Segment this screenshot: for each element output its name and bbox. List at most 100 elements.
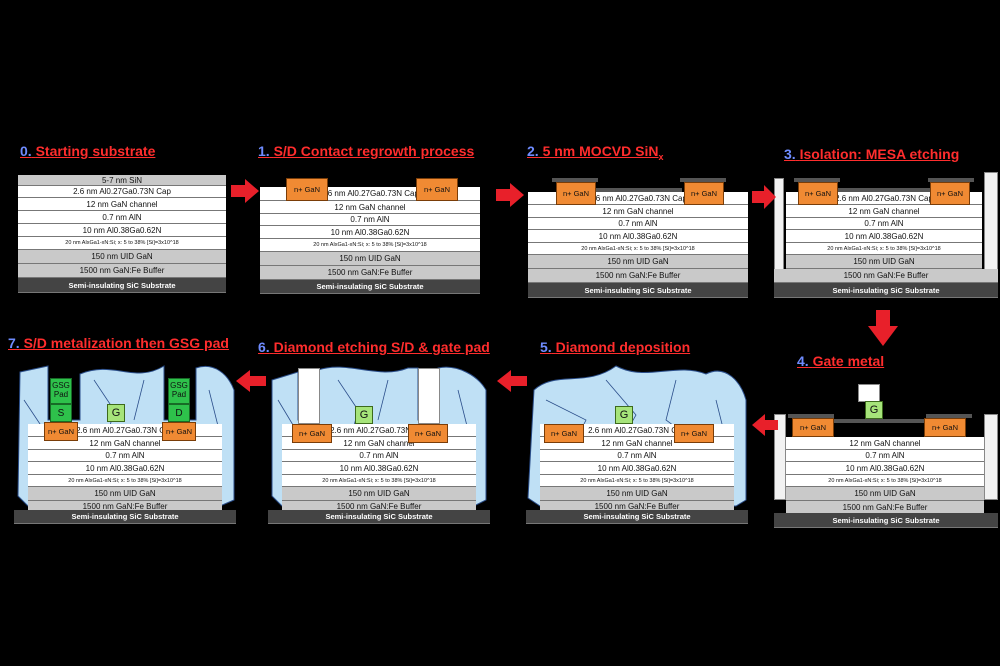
layer-graded: 20 nm AlxGa1-xN:Si; x: 5 to 38% [Si]=3x1… [260, 239, 480, 252]
ngan-source: n+ GaN [556, 182, 596, 205]
layer-sin: 5-7 nm SiN [18, 175, 226, 186]
panel-sd-regrowth: 2.6 nm Al0.27Ga0.73N Cap n+ GaN n+ GaN 1… [260, 178, 480, 294]
layer-uid-gan: 150 nm UID GaN [786, 487, 984, 501]
layer-graded: 20 nm AlxGa1-xN:Si; x: 5 to 38% [Si]=3x1… [18, 237, 226, 250]
layer-aln: 0.7 nm AlN [786, 450, 984, 462]
gate-metal: G [355, 406, 373, 424]
passivation-wall-right [984, 414, 998, 500]
step-0-title: 0. Starting substrate [20, 143, 156, 159]
step-5-title: 5. Diamond deposition [540, 339, 691, 355]
layer-substrate: Semi-insulating SiC Substrate [260, 280, 480, 294]
passivation-wall-right [984, 172, 998, 272]
gate-metal: G [615, 406, 633, 424]
layer-buffer: 1500 nm GaN:Fe Buffer [774, 269, 998, 283]
arrow-left-icon [752, 414, 778, 436]
arrow-right-icon [496, 183, 524, 207]
panel-metalization: GSG Pad S GSG Pad D 2.6 nm Al0.27Ga0.73N… [14, 360, 236, 524]
ngan-drain: n+ GaN [416, 178, 458, 201]
ngan-drain: n+ GaN [674, 424, 714, 443]
layer-algan-back: 10 nm Al0.38Ga0.62N [786, 230, 982, 243]
panel-gate-metal: G 12 nm GaN channel 0.7 nm AlN 10 nm Al0… [774, 384, 998, 528]
panel-diamond-deposition: 2.6 nm Al0.27Ga0.73N Cap 12 nm GaN chann… [526, 360, 748, 524]
sin-layer [928, 178, 974, 182]
sin-layer [838, 188, 930, 192]
gate-metal: G [107, 404, 125, 422]
step-4-title: 4. Gate metal [797, 353, 885, 369]
ngan-drain: n+ GaN [930, 182, 970, 205]
sin-layer [832, 419, 930, 423]
gate-opening [858, 384, 880, 402]
layer-graded: 20 nm AlxGa1-xN:Si; x: 5 to 38% [Si]=3x1… [282, 475, 476, 487]
layer-substrate: Semi-insulating SiC Substrate [18, 278, 226, 293]
arrow-left-icon [236, 370, 266, 392]
layer-gan-channel: 12 nm GaN channel [528, 205, 748, 218]
layer-substrate: Semi-insulating SiC Substrate [774, 513, 998, 528]
panel-mesa-etching: 2.6 nm Al0.27Ga0.73N Cap 12 nm GaN chann… [774, 172, 998, 298]
layer-algan-back: 10 nm Al0.38Ga0.62N [260, 226, 480, 239]
layer-uid-gan: 150 nm UID GaN [528, 255, 748, 269]
layer-aln: 0.7 nm AlN [528, 218, 748, 230]
layer-graded: 20 nm AlxGa1-xN:Si; x: 5 to 38% [Si]=3x1… [786, 475, 984, 487]
layer-graded: 20 nm AlxGa1-xN:Si; x: 5 to 38% [Si]=3x1… [528, 243, 748, 255]
sin-layer [596, 188, 682, 192]
layer-uid-gan: 150 nm UID GaN [282, 487, 476, 501]
panel-sin-deposition: 2.6 nm Al0.27Ga0.73N Cap n+ GaN n+ GaN 1… [528, 178, 748, 298]
panel-diamond-etching: 2.6 nm Al0.27Ga0.73N Cap 12 nm GaN chann… [268, 360, 490, 524]
drain-via [418, 368, 440, 424]
ngan-source: n+ GaN [44, 422, 78, 441]
arrow-right-icon [752, 185, 776, 209]
ngan-source: n+ GaN [798, 182, 838, 205]
layer-substrate: Semi-insulating SiC Substrate [14, 510, 236, 524]
layer-gan-channel: 12 nm GaN channel [18, 198, 226, 211]
ngan-drain: n+ GaN [684, 182, 724, 205]
layer-substrate: Semi-insulating SiC Substrate [774, 283, 998, 298]
drain-metal: D [168, 404, 190, 422]
layer-substrate: Semi-insulating SiC Substrate [268, 510, 490, 524]
ngan-source: n+ GaN [544, 424, 584, 443]
layer-aln: 0.7 nm AlN [18, 211, 226, 224]
layer-aln: 0.7 nm AlN [260, 214, 480, 226]
ngan-drain: n+ GaN [162, 422, 196, 441]
sin-layer [926, 414, 972, 418]
layer-gan-channel: 12 nm GaN channel [786, 205, 982, 218]
source-via [298, 368, 320, 424]
layer-substrate: Semi-insulating SiC Substrate [526, 510, 748, 524]
arrow-down-icon [868, 310, 898, 346]
layer-gan-channel: 12 nm GaN channel [260, 201, 480, 214]
layer-graded: 20 nm AlxGa1-xN:Si; x: 5 to 38% [Si]=3x1… [28, 475, 222, 487]
passivation-wall-left [774, 414, 786, 500]
ngan-source: n+ GaN [286, 178, 328, 201]
step-6-title: 6. Diamond etching S/D & gate pad [258, 339, 490, 355]
layer-substrate: Semi-insulating SiC Substrate [528, 283, 748, 298]
sin-layer [680, 178, 726, 182]
layer-algan-back: 10 nm Al0.38Ga0.62N [18, 224, 226, 237]
sin-layer [788, 414, 834, 418]
layer-algan-back: 10 nm Al0.38Ga0.62N [282, 462, 476, 475]
gsg-pad-drain: GSG Pad [168, 378, 190, 404]
panel-starting-substrate: 5-7 nm SiN 2.6 nm Al0.27Ga0.73N Cap 12 n… [18, 175, 226, 293]
layer-aln: 0.7 nm AlN [786, 218, 982, 230]
layer-gan-channel: 12 nm GaN channel [786, 437, 984, 450]
ngan-source: n+ GaN [792, 418, 834, 437]
gate-metal: G [865, 401, 883, 419]
layer-algan-back: 10 nm Al0.38Ga0.62N [786, 462, 984, 475]
arrow-right-icon [231, 179, 259, 203]
layer-algan-back: 10 nm Al0.38Ga0.62N [528, 230, 748, 243]
layer-uid-gan: 150 nm UID GaN [28, 487, 222, 501]
step-2-title: 2. 5 nm MOCVD SiNx [527, 143, 664, 162]
ngan-drain: n+ GaN [408, 424, 448, 443]
layer-algan-back: 10 nm Al0.38Ga0.62N [540, 462, 734, 475]
step-3-title: 3. Isolation: MESA etching [784, 146, 960, 162]
layer-algan-back: 10 nm Al0.38Ga0.62N [28, 462, 222, 475]
layer-uid-gan: 150 nm UID GaN [18, 250, 226, 264]
sin-layer [794, 178, 840, 182]
layer-uid-gan: 150 nm UID GaN [260, 252, 480, 266]
ngan-drain: n+ GaN [924, 418, 966, 437]
layer-uid-gan: 150 nm UID GaN [786, 255, 982, 269]
layer-buffer: 1500 nm GaN:Fe Buffer [260, 266, 480, 280]
sin-layer [552, 178, 598, 182]
layer-aln: 0.7 nm AlN [282, 450, 476, 462]
step-7-title: 7. S/D metalization then GSG pad [8, 335, 229, 351]
layer-algan-cap: 2.6 nm Al0.27Ga0.73N Cap [18, 186, 226, 198]
source-metal: S [50, 404, 72, 422]
